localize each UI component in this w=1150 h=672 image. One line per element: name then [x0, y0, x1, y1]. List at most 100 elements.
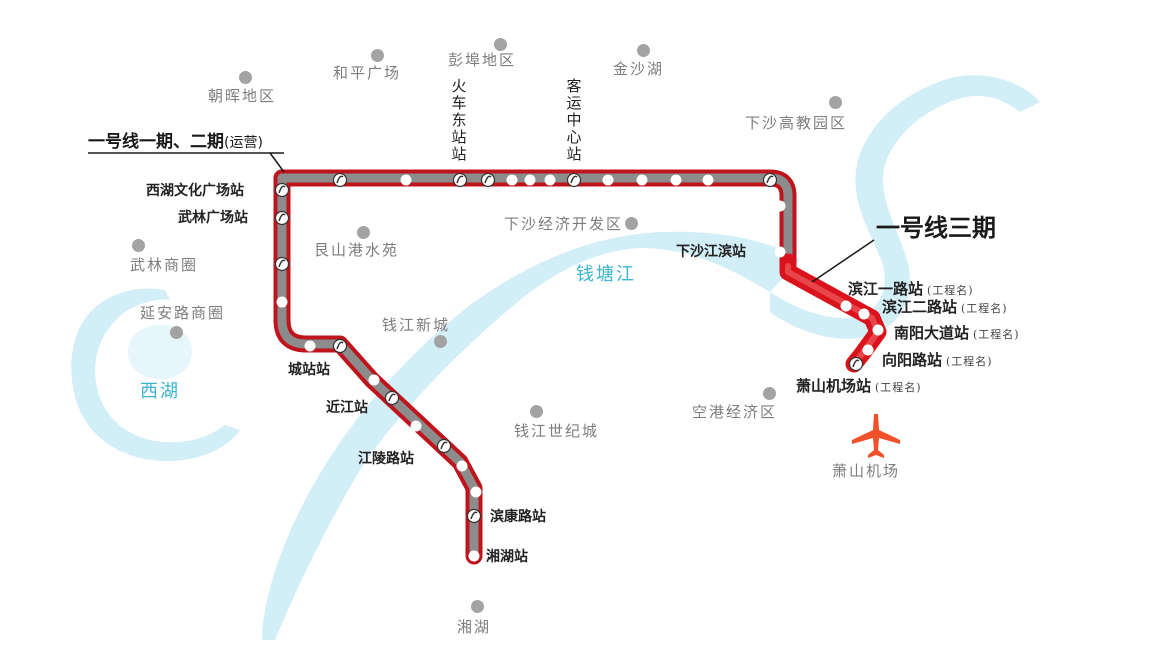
poi-xianghu: 湘湖 [457, 618, 492, 636]
poi-wulin-biz: 武林商圈 [130, 256, 199, 274]
poi-dot [239, 71, 252, 84]
station-dot[interactable] [400, 174, 412, 186]
station-dot[interactable] [368, 374, 380, 386]
station-xiasha-jiangbin: 下沙江滨站 [676, 244, 746, 260]
station-xianghu: 湘湖站 [486, 549, 528, 565]
station-dot[interactable] [544, 174, 556, 186]
station-dot[interactable] [524, 174, 536, 186]
station-dot[interactable] [636, 174, 648, 186]
station-binjiang1: 滨江一路站(工程名) [848, 282, 974, 297]
interchange-icon[interactable] [274, 182, 290, 198]
qiantang-label: 钱塘江 [576, 264, 636, 285]
station-airport: 萧山机场站(工程名) [796, 379, 922, 394]
poi-qianjiang-new: 钱江新城 [382, 316, 451, 334]
west-lake-label: 西湖 [140, 381, 180, 402]
station-jinjiang: 近江站 [326, 400, 368, 416]
poi-liangshan: 艮山港水苑 [314, 241, 400, 259]
station-dot[interactable] [468, 550, 480, 562]
legend-phase12-note: (运营) [224, 135, 263, 151]
interchange-stations [274, 172, 864, 524]
station-dot[interactable] [774, 200, 786, 212]
interchange-icon[interactable] [274, 210, 290, 226]
station-tag: (工程名) [946, 355, 993, 368]
interchange-icon[interactable] [332, 338, 348, 354]
poi-kongang: 空港经济区 [692, 403, 778, 421]
poi-dot [494, 38, 507, 51]
poi-jinshahu: 金沙湖 [613, 60, 665, 78]
station-binjiang2: 滨江二路站(工程名) [882, 300, 1008, 315]
airport-label: 萧山机场 [832, 462, 901, 480]
line1-phase3 [779, 239, 887, 373]
station-binkang: 滨康路站 [490, 509, 546, 525]
poi-dot [371, 49, 384, 62]
interchange-icon[interactable] [436, 438, 452, 454]
qiantang-river [262, 231, 800, 640]
poi-dot [132, 239, 145, 252]
station-nanyang-ave: 南阳大道站(工程名) [894, 326, 1020, 341]
station-name: 萧山机场站 [796, 377, 872, 395]
station-dot[interactable] [602, 174, 614, 186]
station-dot[interactable] [858, 308, 870, 320]
interchange-icon[interactable] [480, 172, 496, 188]
station-tag: (工程名) [961, 302, 1008, 315]
label-passenger-center: 客运中心站 [566, 77, 582, 163]
poi-xiasha-hi: 下沙高教园区 [745, 114, 848, 132]
station-dot[interactable] [304, 340, 316, 352]
station-wulin: 武林广场站 [178, 210, 248, 226]
legend-phase3: 一号线三期 [876, 214, 996, 242]
qiantang-river-east [770, 75, 1040, 339]
station-dot[interactable] [410, 420, 422, 432]
poi-pengbu: 彭埠地区 [448, 51, 517, 69]
poi-dot [637, 44, 650, 57]
west-lake-shape [71, 288, 240, 462]
station-dot[interactable] [872, 324, 884, 336]
poi-dot [625, 217, 638, 230]
station-name: 滨江一路站 [848, 280, 924, 298]
station-dot[interactable] [456, 460, 468, 472]
interchange-icon[interactable] [452, 172, 468, 188]
poi-heping: 和平广场 [333, 64, 402, 82]
station-name: 滨江二路站 [882, 298, 958, 316]
station-xihu-culture: 西湖文化广场站 [146, 183, 244, 199]
label-east-station: 火车东站站 [451, 77, 467, 163]
legend-phase12-text: 一号线一期、二期 [88, 132, 224, 152]
station-dot[interactable] [840, 300, 852, 312]
poi-dot [357, 226, 370, 239]
station-dot[interactable] [702, 174, 714, 186]
phase12-leader [269, 152, 285, 173]
station-dot[interactable] [862, 344, 874, 356]
interchange-icon[interactable] [762, 172, 778, 188]
station-jiangling: 江陵路站 [358, 451, 414, 467]
poi-qianjiang-cent: 钱江世纪城 [514, 422, 600, 440]
station-tag: (工程名) [927, 284, 974, 297]
station-dots [276, 174, 884, 562]
station-chengzhan: 城站站 [288, 362, 330, 378]
station-tag: (工程名) [875, 381, 922, 394]
station-name: 南阳大道站 [894, 324, 970, 342]
poi-dot [471, 600, 484, 613]
station-name: 向阳路站 [882, 351, 943, 369]
station-dot[interactable] [276, 296, 288, 308]
station-tag: (工程名) [973, 328, 1020, 341]
interchange-icon[interactable] [384, 390, 400, 406]
airplane-icon [852, 414, 900, 458]
phase3-leader-line [811, 239, 875, 283]
station-dot[interactable] [670, 174, 682, 186]
interchange-icon[interactable] [332, 172, 348, 188]
interchange-icon[interactable] [566, 172, 582, 188]
interchange-icon[interactable] [466, 508, 482, 524]
poi-dot [530, 405, 543, 418]
poi-dot [434, 335, 447, 348]
station-xiangyang: 向阳路站(工程名) [882, 353, 993, 368]
poi-yanan-biz: 延安路商圈 [140, 304, 226, 322]
station-dot[interactable] [774, 246, 786, 258]
legend-phase12: 一号线一期、二期(运营) [88, 134, 263, 151]
poi-dot [829, 96, 842, 109]
poi-xiasha-econ: 下沙经济开发区 [504, 215, 624, 233]
interchange-icon[interactable] [848, 356, 864, 372]
poi-chaohui: 朝晖地区 [208, 87, 277, 105]
interchange-icon[interactable] [274, 256, 290, 272]
station-dot[interactable] [470, 486, 482, 498]
station-dot[interactable] [506, 174, 518, 186]
